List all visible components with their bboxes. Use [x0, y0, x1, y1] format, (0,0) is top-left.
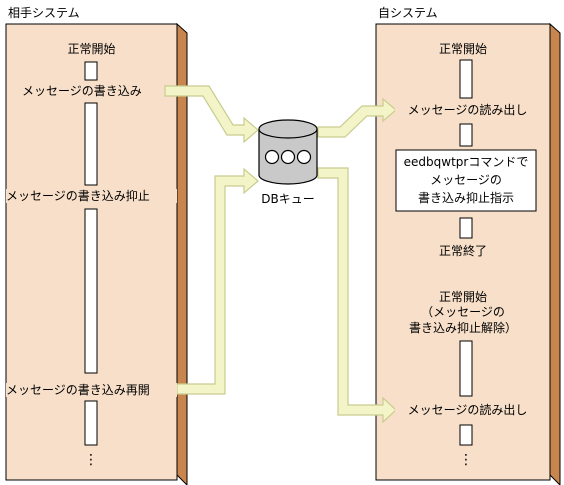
arrow-resume-to-queue: [176, 167, 259, 395]
right-step-end: 正常終了: [438, 244, 487, 258]
right-system-title: 自システム: [378, 6, 438, 20]
left-step-start: 正常開始: [67, 42, 116, 56]
right-step-box-4: [459, 340, 473, 397]
left-ellipsis: ⋮: [84, 452, 98, 468]
arrow-write-to-queue: [164, 85, 259, 144]
left-step-suppress: メッセージの書き込み抑止: [6, 189, 177, 203]
right-step-restart-line1: 正常開始: [438, 290, 487, 304]
left-system-title: 相手システム: [8, 6, 80, 20]
left-step-box-1: [84, 61, 98, 81]
db-queue-cylinder: [258, 119, 318, 185]
right-command-box: [395, 149, 537, 212]
left-step-box-2: [84, 102, 98, 186]
left-step-box-3: [84, 208, 98, 374]
right-step-restart-line3: 書き込み抑止解除）: [408, 321, 517, 335]
right-step-box-2: [459, 123, 473, 147]
left-step-resume: メッセージの書き込み再開: [6, 383, 177, 397]
db-queue-label: DBキュー: [261, 192, 315, 206]
left-step-box-4: [84, 400, 98, 446]
right-command-line3: 書き込み抑止指示: [417, 191, 514, 205]
queue-slot-1: [264, 149, 280, 165]
right-step-box-1: [459, 59, 473, 99]
right-step-start: 正常開始: [438, 42, 487, 56]
right-step-read1: メッセージの読み出し: [395, 103, 540, 117]
left-step-write: メッセージの書き込み: [22, 84, 142, 98]
right-step-restart-line2: （メッセージの: [421, 305, 505, 319]
queue-slot-3: [296, 149, 312, 165]
right-step-box-5: [459, 424, 473, 446]
right-command-line1: eedbqwtprコマンドで: [403, 155, 529, 169]
right-command-line2: メッセージの: [430, 173, 502, 187]
right-step-read2: メッセージの読み出し: [395, 403, 540, 417]
right-ellipsis: ⋮: [459, 452, 473, 468]
arrow-queue-to-read2: [317, 167, 397, 424]
right-step-box-3: [459, 217, 473, 239]
arrow-queue-to-read1: [317, 97, 397, 138]
queue-slot-2: [280, 149, 296, 165]
